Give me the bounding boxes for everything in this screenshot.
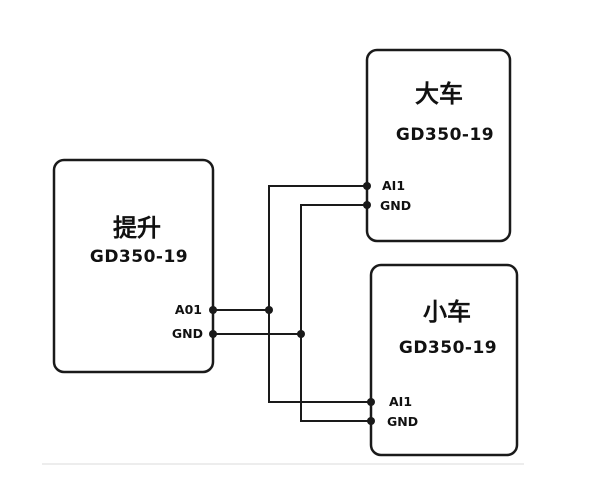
gantry-port-gnd-label: GND [380, 198, 411, 213]
wire-group [212, 185, 372, 422]
hoist-port-gnd-label: GND [172, 326, 203, 341]
device-box-hoist: 提升 GD350-19 A01 GND [52, 158, 215, 374]
trolley-box-outline [369, 263, 519, 457]
hoist-port-a01-label: A01 [175, 302, 202, 317]
trolley-gnd-terminal-dot [367, 417, 375, 425]
gnd-junction-dot [297, 330, 305, 338]
gantry-port-ai1-label: AI1 [382, 178, 405, 193]
device-box-gantry: 大车 GD350-19 AI1 GND [365, 48, 512, 243]
hoist-gnd-terminal-dot [209, 330, 217, 338]
hoist-box-outline [52, 158, 215, 374]
trolley-ai1-terminal-dot [367, 398, 375, 406]
junction-dot-group [209, 182, 375, 425]
hoist-model: GD350-19 [90, 247, 188, 267]
trolley-port-ai1-label: AI1 [389, 394, 412, 409]
gantry-ai1-terminal-dot [363, 182, 371, 190]
trolley-port-gnd-label: GND [387, 414, 418, 429]
hoist-a01-terminal-dot [209, 306, 217, 314]
device-box-trolley: 小车 GD350-19 AI1 GND [369, 263, 519, 457]
gantry-box-outline [365, 48, 512, 243]
trolley-model: GD350-19 [399, 338, 497, 358]
hoist-title: 提升 [113, 214, 161, 242]
trolley-title: 小车 [423, 298, 471, 326]
gantry-title: 大车 [415, 80, 463, 108]
gantry-gnd-terminal-dot [363, 201, 371, 209]
gantry-model: GD350-19 [396, 125, 494, 145]
a01-junction-dot [265, 306, 273, 314]
